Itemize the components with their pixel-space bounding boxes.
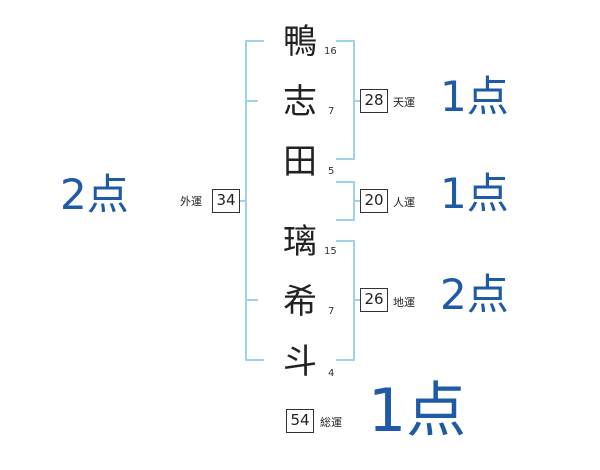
person-fortune-value: 20 bbox=[360, 189, 388, 213]
name-char-2: 志 bbox=[283, 82, 317, 122]
person-bracket bbox=[336, 181, 355, 221]
earth-fortune-value: 26 bbox=[360, 288, 388, 312]
total-fortune-value: 54 bbox=[286, 409, 314, 433]
outer-fortune-score: 2点 bbox=[60, 170, 129, 219]
heaven-fortune-value: 28 bbox=[360, 89, 388, 113]
outer-fortune-value: 34 bbox=[212, 189, 240, 213]
stroke-count-6: 4 bbox=[328, 368, 335, 379]
name-char-1: 鴨 bbox=[283, 22, 317, 62]
total-fortune-label: 総運 bbox=[320, 416, 342, 429]
name-char-6: 斗 bbox=[283, 342, 317, 382]
stroke-count-1: 16 bbox=[324, 46, 337, 57]
stroke-count-3: 5 bbox=[328, 166, 335, 177]
earth-fortune-label: 地運 bbox=[393, 296, 415, 309]
total-fortune-score: 1点 bbox=[368, 376, 467, 446]
name-char-4: 璃 bbox=[283, 222, 317, 262]
earth-fortune-score: 2点 bbox=[440, 270, 509, 319]
stroke-count-4: 15 bbox=[324, 246, 337, 257]
stroke-count-5: 7 bbox=[328, 306, 335, 317]
stroke-count-2: 7 bbox=[328, 106, 335, 117]
heaven-fortune-label: 天運 bbox=[393, 96, 415, 109]
name-char-3: 田 bbox=[283, 142, 317, 182]
person-fortune-score: 1点 bbox=[440, 169, 509, 218]
outer-bracket bbox=[245, 40, 264, 361]
name-char-5: 希 bbox=[283, 282, 317, 322]
heaven-fortune-score: 1点 bbox=[440, 72, 509, 121]
heaven-bracket bbox=[336, 40, 355, 160]
person-fortune-label: 人運 bbox=[393, 196, 415, 209]
outer-fortune-label: 外運 bbox=[180, 195, 202, 208]
earth-bracket bbox=[336, 240, 355, 361]
